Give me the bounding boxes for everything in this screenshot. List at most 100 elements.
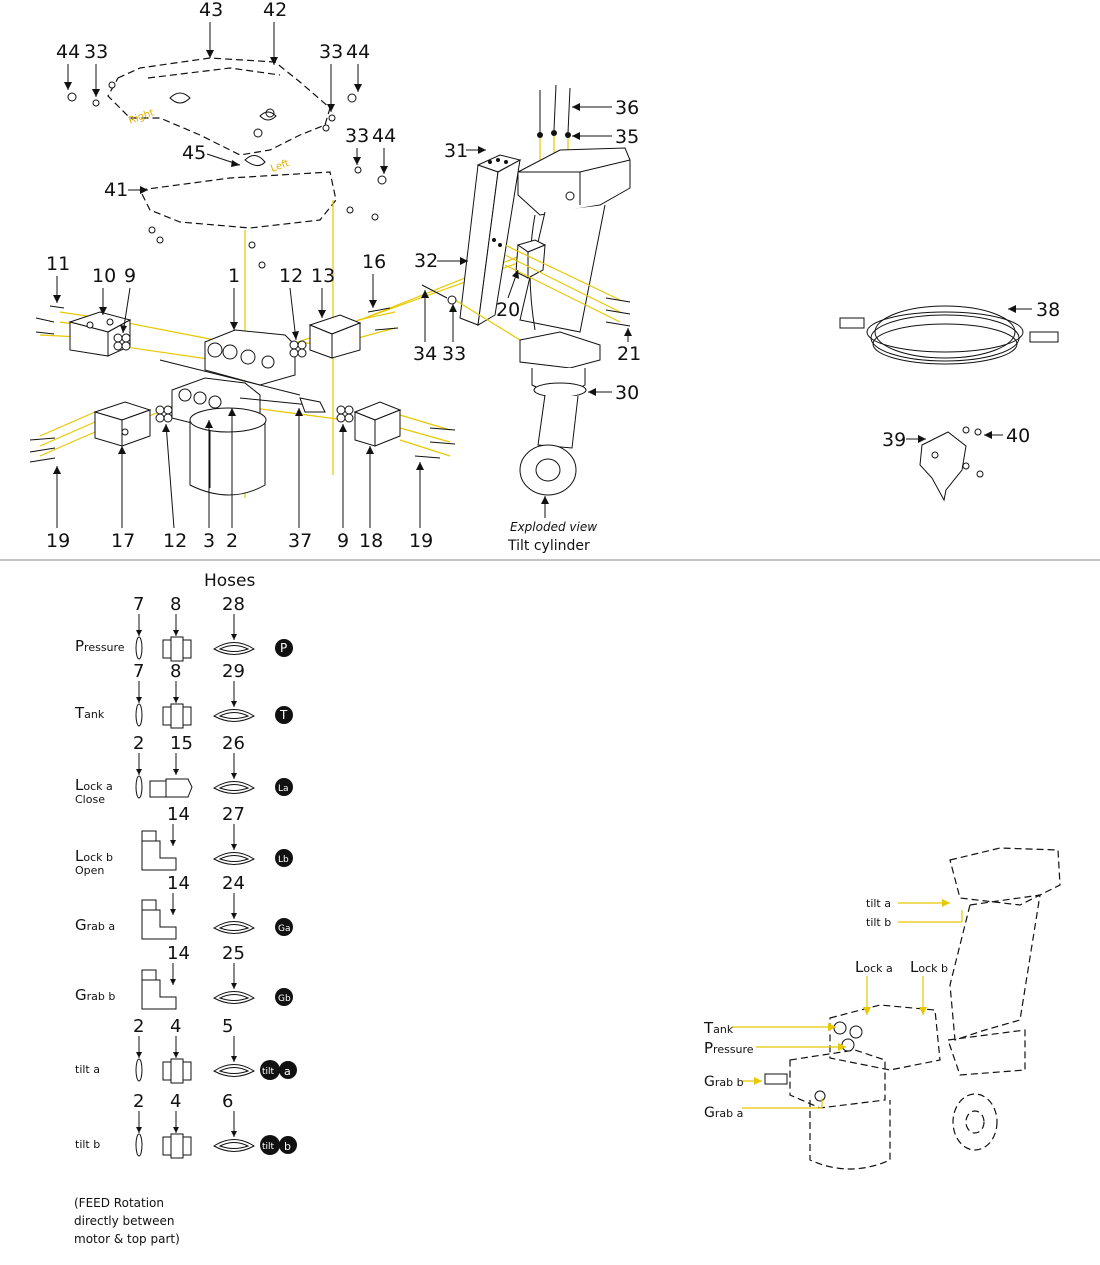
part-number: 29 — [222, 661, 245, 682]
note-line-1: (FEED Rotation — [74, 1196, 164, 1210]
elbow-fitting — [141, 979, 177, 1010]
cable-38 — [839, 305, 1059, 365]
exploded-view-label: Exploded view — [510, 520, 597, 534]
callout-34: 34 — [413, 343, 437, 365]
hose-row-label: tilt a — [75, 1063, 100, 1076]
adapter-fitting — [170, 1058, 184, 1084]
label-tilt-b: tilt b — [866, 916, 891, 929]
adapter-fitting — [170, 703, 184, 729]
tilt-cylinder-label: Tilt cylinder — [507, 538, 590, 554]
part-number: 4 — [170, 1016, 181, 1037]
callout-9-b: 9 — [337, 530, 349, 552]
callout-31: 31 — [444, 140, 468, 162]
adapter-fitting — [170, 636, 184, 662]
port-badge — [275, 849, 293, 867]
part-number: 7 — [133, 661, 144, 682]
svg-text:P: P — [280, 641, 287, 655]
label-lock-b: Lock b — [910, 958, 948, 976]
part-number: 15 — [170, 733, 193, 754]
callout-33-c: 33 — [345, 125, 369, 147]
part-number: 7 — [133, 594, 144, 615]
port-badge — [275, 639, 293, 657]
part-number: 5 — [222, 1016, 233, 1037]
part-number: 24 — [222, 873, 245, 894]
callout-33-a: 33 — [84, 41, 108, 63]
port-badge — [275, 988, 293, 1006]
callout-33-b: 33 — [319, 41, 343, 63]
callout-20: 20 — [496, 299, 520, 321]
port-badge — [275, 778, 293, 796]
hose-row-sublabel: Open — [75, 864, 104, 877]
part-number: 28 — [222, 594, 245, 615]
callouts-top-left: 43 42 44 33 33 44 33 44 45 41 — [56, 0, 396, 201]
cover-screws — [67, 81, 387, 185]
part-number: 6 — [222, 1091, 233, 1112]
adapter-fitting — [165, 778, 193, 798]
label-grab-b: Grab b — [704, 1074, 744, 1090]
callout-9-a: 9 — [124, 265, 136, 287]
callout-38: 38 — [1036, 299, 1060, 321]
note-line-2: directly between — [74, 1214, 174, 1228]
o-ring — [135, 703, 143, 727]
tilt-badge — [260, 1060, 280, 1080]
callout-40: 40 — [1006, 425, 1030, 447]
cover-assembly — [107, 57, 379, 269]
hoses-title: Hoses — [204, 571, 256, 591]
callout-43: 43 — [199, 0, 223, 21]
svg-text:b: b — [284, 1140, 291, 1153]
callout-44-a: 44 — [56, 41, 80, 63]
port-badge — [275, 918, 293, 936]
part-number: 8 — [170, 661, 181, 682]
callout-12-b: 12 — [163, 530, 187, 552]
callout-37: 37 — [288, 530, 312, 552]
callout-30: 30 — [615, 382, 639, 404]
o-ring — [135, 775, 143, 799]
callouts-valve: 11 10 9 1 12 13 16 19 17 12 3 2 37 9 18 … — [46, 251, 433, 552]
o-ring — [135, 1133, 143, 1157]
part-number: 2 — [133, 733, 144, 754]
tilt-cylinder — [421, 84, 631, 496]
svg-text:Gb: Gb — [278, 994, 291, 1004]
label-pressure: Pressure — [704, 1039, 754, 1057]
callout-3: 3 — [203, 530, 215, 552]
callouts-tilt: 36 35 31 32 20 34 33 21 30 Exploded view… — [413, 97, 641, 554]
callout-36: 36 — [615, 97, 639, 119]
callout-35: 35 — [615, 126, 639, 148]
part-number: 2 — [133, 1016, 144, 1037]
hose-row-label: tilt b — [75, 1138, 100, 1151]
callout-13: 13 — [311, 265, 335, 287]
o-ring — [135, 636, 143, 660]
callout-19-a: 19 — [46, 530, 70, 552]
left-label: Left — [269, 158, 291, 175]
svg-text:Ga: Ga — [278, 924, 291, 934]
tilt-badge — [260, 1135, 280, 1155]
part-number: 25 — [222, 943, 245, 964]
cover-39 — [919, 426, 984, 502]
callout-10: 10 — [92, 265, 116, 287]
assembled-view — [732, 847, 1061, 1170]
svg-text:a: a — [284, 1065, 291, 1078]
part-number: 2 — [133, 1091, 144, 1112]
assembled-labels: tilt a tilt b Lock a Lock b Tank Pressur… — [703, 897, 948, 1121]
part-number: 4 — [170, 1091, 181, 1112]
hose-row-label: Lock b — [75, 847, 113, 865]
label-grab-a: Grab a — [704, 1105, 743, 1121]
callout-41: 41 — [104, 179, 128, 201]
svg-text:tilt: tilt — [262, 1067, 275, 1077]
hose-row-label: Lock a — [75, 776, 113, 794]
note-line-3: motor & top part) — [74, 1232, 180, 1246]
part-number: 14 — [167, 873, 190, 894]
part-number: 14 — [167, 943, 190, 964]
elbow-fitting — [141, 840, 177, 871]
adapter-fitting — [170, 1133, 184, 1159]
callout-32: 32 — [414, 250, 438, 272]
callout-18: 18 — [359, 530, 383, 552]
part-number: 27 — [222, 804, 245, 825]
